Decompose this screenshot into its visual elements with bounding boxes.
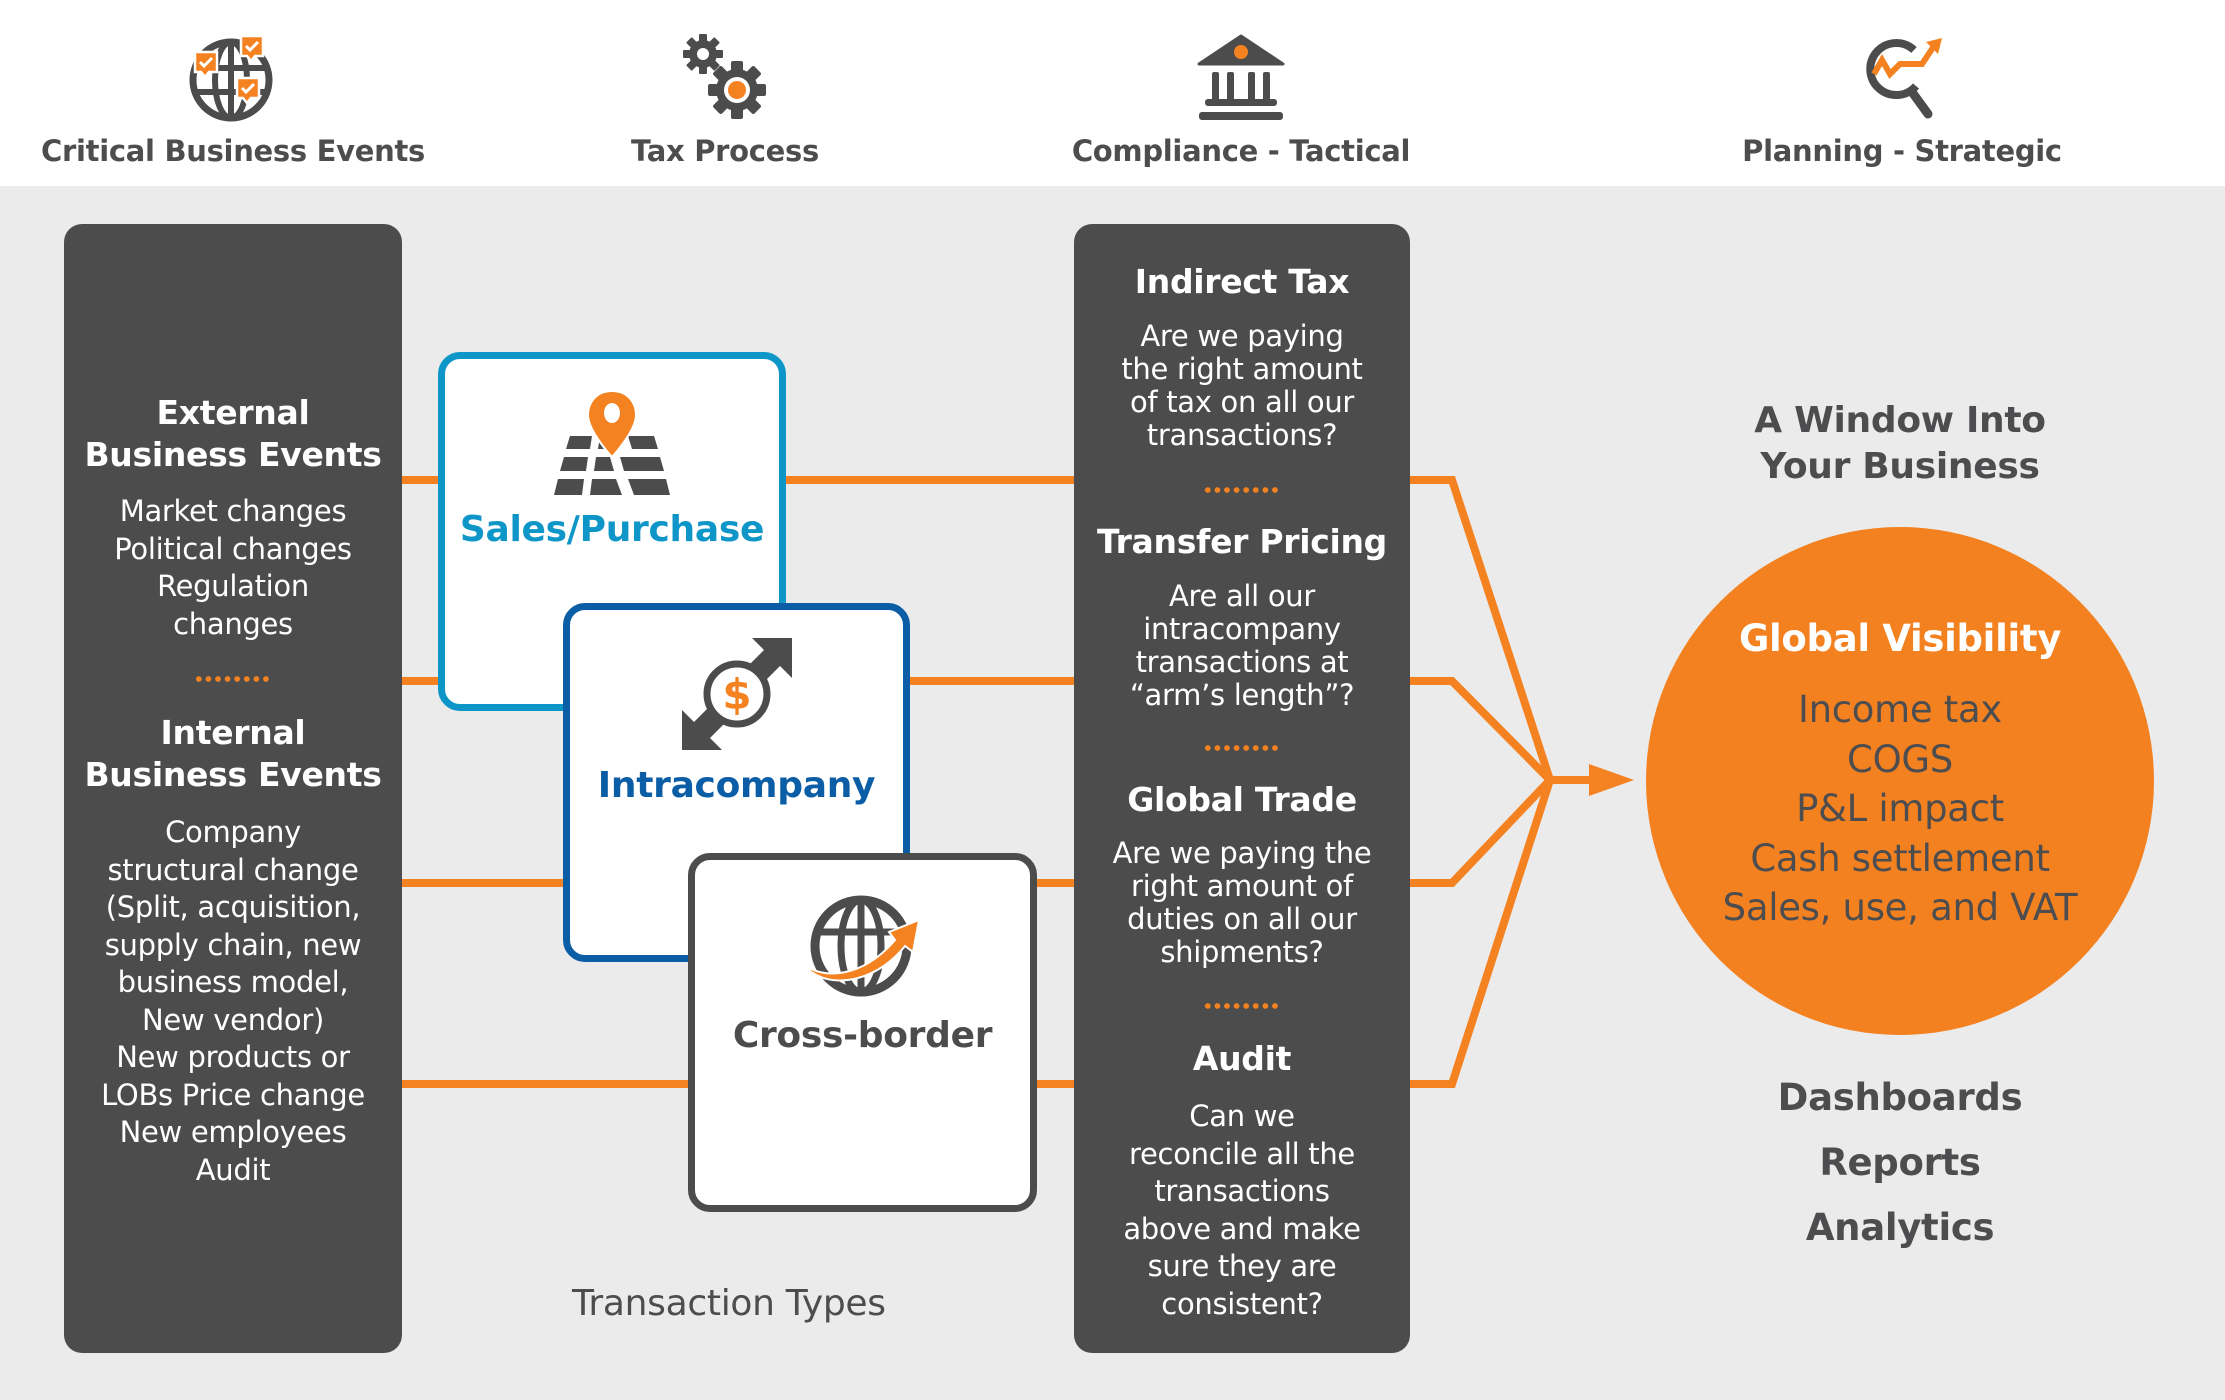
- question-line: transactions?: [1146, 418, 1338, 452]
- list-item: Market changes: [119, 494, 347, 528]
- header-column-compliance-tactical: Compliance - Tactical: [1041, 0, 1441, 186]
- question-line: consistent?: [1161, 1286, 1323, 1321]
- title-line: External: [156, 393, 310, 432]
- card-label: Sales/Purchase: [459, 509, 765, 550]
- transaction-types-caption: Transaction Types: [572, 1283, 886, 1324]
- title-line: Business Events: [84, 435, 382, 474]
- visibility-items: Income tax COGS P&L impact Cash settleme…: [1646, 685, 2154, 933]
- title-line: Internal: [160, 713, 306, 752]
- header-bar: Critical Business Events: [0, 0, 2225, 186]
- header-label: Tax Process: [631, 134, 819, 168]
- business-events-panel: External Business Events Market changes …: [64, 224, 402, 1353]
- list-item: New products or: [116, 1040, 350, 1074]
- card-label: Cross-border: [732, 1015, 993, 1056]
- section-title-transfer-pricing: Transfer Pricing: [1096, 522, 1388, 561]
- section-question: Are we paying the right amount of duties…: [1074, 837, 1410, 969]
- dotted-separator: [194, 676, 272, 682]
- global-visibility-circle: Global Visibility Income tax COGS P&L im…: [1646, 527, 2154, 1035]
- list-item: business model,: [117, 965, 349, 999]
- list-item: Company: [165, 815, 301, 849]
- converge-line-4: [1408, 778, 1554, 1088]
- card-cross-border[interactable]: Cross-border: [688, 853, 1037, 1212]
- section-question: Can we reconcile all the transactions ab…: [1074, 1098, 1410, 1323]
- external-events-list: Market changes Political changes Regulat…: [64, 493, 402, 643]
- header-column-critical-business-events: Critical Business Events: [33, 0, 433, 186]
- map-pin-icon: [554, 391, 670, 495]
- visibility-item: P&L impact: [1796, 787, 2004, 830]
- question-line: Can we: [1189, 1099, 1295, 1133]
- globe-arrow-icon: [802, 895, 920, 997]
- question-line: right amount of: [1131, 869, 1353, 903]
- question-line: reconcile all the: [1129, 1136, 1355, 1171]
- dollar-exchange-icon: $: [681, 638, 792, 750]
- header-label: Planning - Strategic: [1742, 134, 2062, 168]
- visibility-item: COGS: [1847, 737, 1953, 781]
- question-line: duties on all our: [1127, 902, 1357, 936]
- section-title-audit: Audit: [1192, 1039, 1292, 1078]
- converge-line-3: [1408, 777, 1553, 887]
- visibility-item: Sales, use, and VAT: [1722, 886, 2078, 929]
- question-line: Are we paying the: [1112, 836, 1372, 870]
- card-label: Intracompany: [597, 765, 876, 806]
- question-line: the right amount: [1121, 352, 1363, 386]
- visibility-item: Cash settlement: [1750, 836, 2050, 880]
- gears-icon: [683, 34, 766, 119]
- list-item: (Split, acquisition,: [105, 890, 361, 924]
- question-line: of tax on all our: [1129, 385, 1355, 419]
- arrow-head-icon: [1589, 764, 1634, 796]
- external-events-title: External Business Events: [64, 392, 402, 476]
- list-item: supply chain, new: [104, 927, 362, 962]
- list-item: Political changes: [114, 531, 352, 566]
- internal-events-title: Internal Business Events: [64, 712, 402, 796]
- converge-line-1: [1408, 476, 1554, 782]
- converge-line-2: [1408, 677, 1553, 783]
- question-line: “arm’s length”?: [1129, 678, 1355, 712]
- question-line: sure they are: [1147, 1249, 1337, 1283]
- list-item: New employees: [119, 1115, 347, 1149]
- question-line: transactions at: [1135, 645, 1349, 679]
- header-column-planning-strategic: Planning - Strategic: [1702, 0, 2102, 186]
- question-line: Are we paying: [1140, 319, 1344, 353]
- question-line: above and make: [1123, 1211, 1361, 1246]
- title-line: A Window Into: [1754, 400, 2046, 441]
- dotted-separator: [1203, 745, 1281, 751]
- question-line: shipments?: [1160, 935, 1324, 969]
- list-item: Regulation: [157, 569, 309, 603]
- list-item: New vendor): [142, 1002, 324, 1037]
- list-item: changes: [173, 606, 293, 641]
- courthouse-icon: [1197, 34, 1285, 120]
- list-item: Audit: [195, 1152, 271, 1187]
- output-dashboards: Dashboards: [1777, 1076, 2023, 1119]
- section-title-global-trade: Global Trade: [1127, 780, 1357, 819]
- internal-events-list: Company structural change (Split, acquis…: [64, 814, 402, 1189]
- output-reports: Reports: [1819, 1141, 1981, 1184]
- globe-checkmarks-icon: [189, 34, 273, 122]
- header-label: Critical Business Events: [41, 134, 425, 168]
- list-item: LOBs Price change: [101, 1077, 365, 1112]
- title-line: Your Business: [1760, 446, 2040, 487]
- global-visibility-title: Global Visibility: [1738, 617, 2062, 660]
- section-question: Are we paying the right amount of tax on…: [1074, 320, 1410, 452]
- question-line: transactions: [1154, 1174, 1330, 1208]
- output-analytics: Analytics: [1805, 1206, 1995, 1249]
- title-line: Business Events: [84, 755, 382, 794]
- visibility-item: Income tax: [1798, 688, 2002, 731]
- section-title-indirect-tax: Indirect Tax: [1134, 262, 1350, 301]
- question-line: intracompany: [1143, 612, 1341, 646]
- header-label: Compliance - Tactical: [1071, 134, 1411, 168]
- svg-text:$: $: [722, 670, 751, 719]
- dotted-separator: [1203, 487, 1281, 493]
- list-item: structural change: [107, 852, 359, 887]
- compliance-panel: Indirect Tax Are we paying the right amo…: [1074, 224, 1410, 1353]
- question-line: Are all our: [1168, 579, 1316, 613]
- magnifier-trend-icon: [1866, 38, 1942, 119]
- dotted-separator: [1203, 1003, 1281, 1009]
- section-question: Are all our intracompany transactions at…: [1074, 580, 1410, 712]
- window-into-business-title: A Window Into Your Business: [1700, 398, 2100, 490]
- header-column-tax-process: Tax Process: [525, 0, 925, 186]
